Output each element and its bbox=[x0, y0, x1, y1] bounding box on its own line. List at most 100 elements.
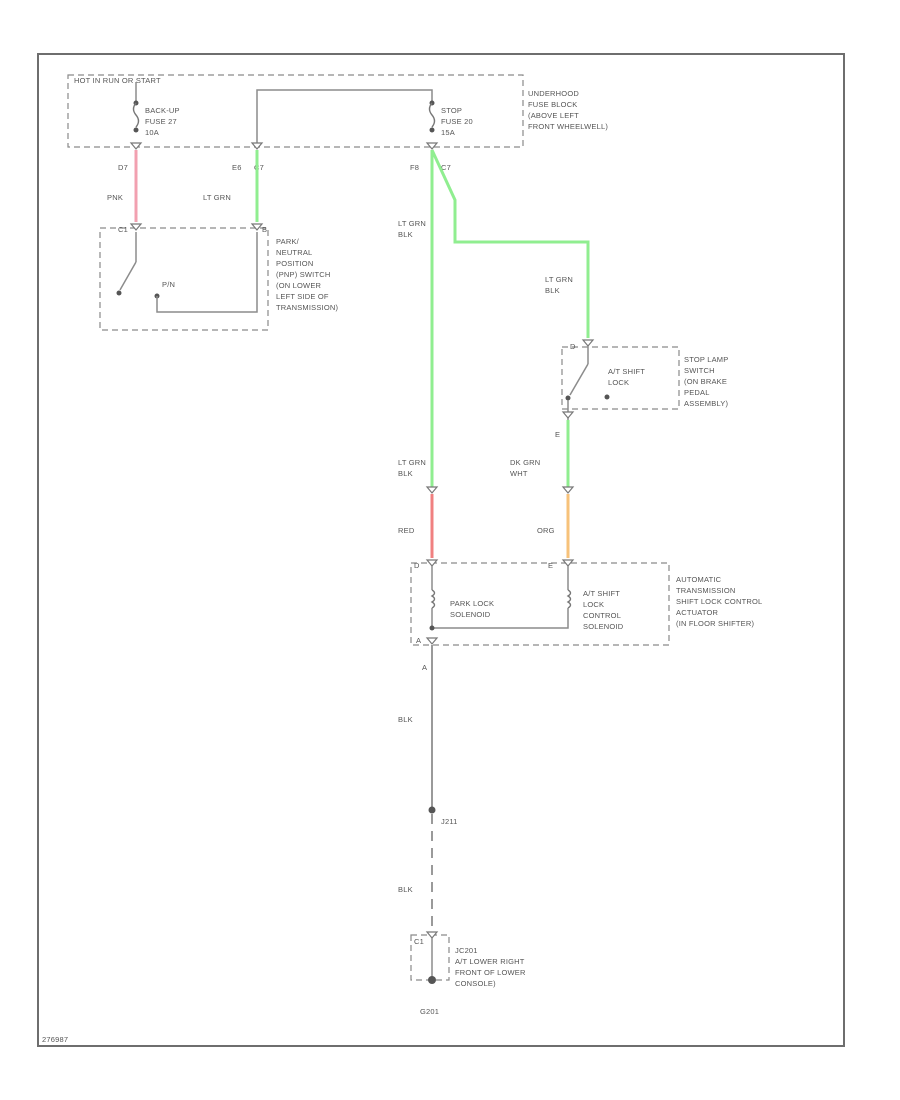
splice-terminal-right bbox=[561, 486, 575, 494]
stop-lamp-contact-dot bbox=[604, 394, 610, 400]
wire-lt-grn-label: LT GRN bbox=[203, 193, 231, 202]
stop-lamp-desc-4: PEDAL bbox=[684, 388, 710, 397]
actuator-desc-2: TRANSMISSION bbox=[676, 586, 736, 595]
stop-lamp-pin-e: E bbox=[555, 430, 560, 439]
pnp-pin-b: B bbox=[262, 225, 267, 234]
pnp-desc-6: LEFT SIDE OF bbox=[276, 292, 329, 301]
actuator-pin-a-outside: A bbox=[422, 663, 427, 672]
pin-e6: E6 bbox=[232, 163, 242, 172]
pin-f8: F8 bbox=[410, 163, 419, 172]
ground-connector-3: FRONT OF LOWER bbox=[455, 968, 526, 977]
wire-lt-grn-blk-1-b: BLK bbox=[398, 230, 413, 239]
pnp-desc-5: (ON LOWER bbox=[276, 281, 322, 290]
fuse-block-desc-1: UNDERHOOD bbox=[528, 89, 579, 98]
splice-terminal-left bbox=[425, 486, 439, 494]
stop-lamp-contact-2: LOCK bbox=[608, 378, 629, 387]
stop-lamp-switch: D A/T SHIFT LOCK E STOP LAMP SWITCH (ON … bbox=[555, 339, 728, 439]
pnp-terminal-b bbox=[250, 223, 264, 231]
stop-lamp-blade bbox=[569, 363, 589, 396]
shift-lock-label-1: A/T SHIFT bbox=[583, 589, 620, 598]
stop-fuse-feed bbox=[256, 89, 433, 143]
pnp-position-label: P/N bbox=[162, 280, 175, 289]
pnp-desc-1: PARK/ bbox=[276, 237, 300, 246]
fuse-backup-label-2: FUSE 27 bbox=[145, 117, 177, 126]
actuator-common-wire bbox=[432, 608, 569, 629]
actuator-terminal-e bbox=[561, 559, 575, 567]
park-lock-label-1: PARK LOCK bbox=[450, 599, 494, 608]
actuator-terminal-a bbox=[425, 637, 439, 645]
pin-c7-b: C7 bbox=[441, 163, 451, 172]
fuse-block-header: HOT IN RUN OR START bbox=[74, 76, 161, 85]
splice-j211-dot bbox=[428, 806, 436, 814]
ground-connector-2: A/T LOWER RIGHT bbox=[455, 957, 525, 966]
actuator-desc-5: (IN FLOOR SHIFTER) bbox=[676, 619, 754, 628]
ground-point bbox=[428, 976, 436, 984]
fuse-block-desc-4: FRONT WHEELWELL) bbox=[528, 122, 608, 131]
diagram-frame bbox=[37, 53, 845, 1047]
wire-lt-grn-blk-2-b: BLK bbox=[545, 286, 560, 295]
stop-lamp-terminal-d bbox=[581, 339, 595, 347]
ground-terminal bbox=[425, 931, 439, 939]
actuator-desc-3: SHIFT LOCK CONTROL bbox=[676, 597, 762, 606]
fuse-stop: STOP FUSE 20 15A bbox=[428, 100, 473, 137]
pin-c7-a: C7 bbox=[254, 163, 264, 172]
fuse-stop-label-1: STOP bbox=[441, 106, 462, 115]
wire-blk-2-label: BLK bbox=[398, 885, 413, 894]
pnp-desc-3: POSITION bbox=[276, 259, 313, 268]
stop-lamp-contact-1: A/T SHIFT bbox=[608, 367, 645, 376]
actuator-pin-e: E bbox=[548, 561, 553, 570]
pnp-switch-outline bbox=[99, 227, 269, 331]
pnp-desc-2: NEUTRAL bbox=[276, 248, 312, 257]
pnp-internal-wire bbox=[156, 232, 258, 313]
shift-lock-label-4: SOLENOID bbox=[583, 622, 624, 631]
actuator-desc-1: AUTOMATIC bbox=[676, 575, 722, 584]
fuse-stop-label-3: 15A bbox=[441, 128, 455, 137]
wire-lt-grn-blk-3-a: LT GRN bbox=[398, 458, 426, 467]
shift-lock-label-2: LOCK bbox=[583, 600, 604, 609]
wire-blk-1-label: BLK bbox=[398, 715, 413, 724]
pnp-pin-c1: C1 bbox=[118, 225, 128, 234]
diagram-id: 276987 bbox=[42, 1035, 68, 1044]
fuse-stop-symbol bbox=[428, 102, 436, 128]
fuse-stop-label-2: FUSE 20 bbox=[441, 117, 473, 126]
pnp-switch-blade bbox=[119, 261, 137, 291]
wire-lt-grn-blk-1-a: LT GRN bbox=[398, 219, 426, 228]
fuse-backup-symbol bbox=[132, 102, 140, 128]
pnp-switch: C1 B P/N PARK/ NEUTRAL POSITION (PNP) SW… bbox=[99, 223, 338, 331]
fuse-block-terminal-3 bbox=[425, 142, 439, 150]
ground-label: G201 bbox=[420, 1007, 439, 1016]
wire-org-label: ORG bbox=[537, 526, 555, 535]
actuator-desc-4: ACTUATOR bbox=[676, 608, 719, 617]
actuator-pin-a: A bbox=[416, 636, 421, 645]
wire-dk-grn-wht-b: WHT bbox=[510, 469, 528, 478]
stop-lamp-desc-5: ASSEMBLY) bbox=[684, 399, 728, 408]
fuse-block-desc-2: FUSE BLOCK bbox=[528, 100, 578, 109]
fuse-block-terminal-2 bbox=[250, 142, 264, 150]
fuse-backup-label-1: BACK-UP bbox=[145, 106, 180, 115]
fuse-block-desc-3: (ABOVE LEFT bbox=[528, 111, 579, 120]
park-lock-coil bbox=[430, 589, 436, 609]
fuse-block-outline bbox=[67, 74, 524, 148]
shift-lock-coil bbox=[566, 589, 572, 609]
actuator-junction bbox=[429, 625, 435, 631]
fuse-backup-bottom-dot bbox=[133, 127, 139, 133]
stop-lamp-pivot bbox=[565, 395, 571, 401]
wire-red-label: RED bbox=[398, 526, 415, 535]
stop-lamp-desc-2: SWITCH bbox=[684, 366, 715, 375]
fuse-block-terminal-1 bbox=[129, 142, 143, 150]
actuator-pin-d: D bbox=[414, 561, 420, 570]
splice-j211-label: J211 bbox=[441, 817, 458, 826]
wire-lt-grn-blk-2-a: LT GRN bbox=[545, 275, 573, 284]
ground-connector-1: JC201 bbox=[455, 946, 478, 955]
pnp-terminal-c1 bbox=[129, 223, 143, 231]
wire-pnk-label: PNK bbox=[107, 193, 123, 202]
wire-lt-grn-blk-3-b: BLK bbox=[398, 469, 413, 478]
fuse-stop-bottom-dot bbox=[429, 127, 435, 133]
stop-lamp-pin-d: D bbox=[570, 342, 576, 351]
pnp-switch-pivot bbox=[116, 290, 122, 296]
wire-dk-grn-wht-a: DK GRN bbox=[510, 458, 540, 467]
stop-lamp-desc-3: (ON BRAKE bbox=[684, 377, 727, 386]
pin-d7: D7 bbox=[118, 163, 128, 172]
ground-pin: C1 bbox=[414, 937, 424, 946]
